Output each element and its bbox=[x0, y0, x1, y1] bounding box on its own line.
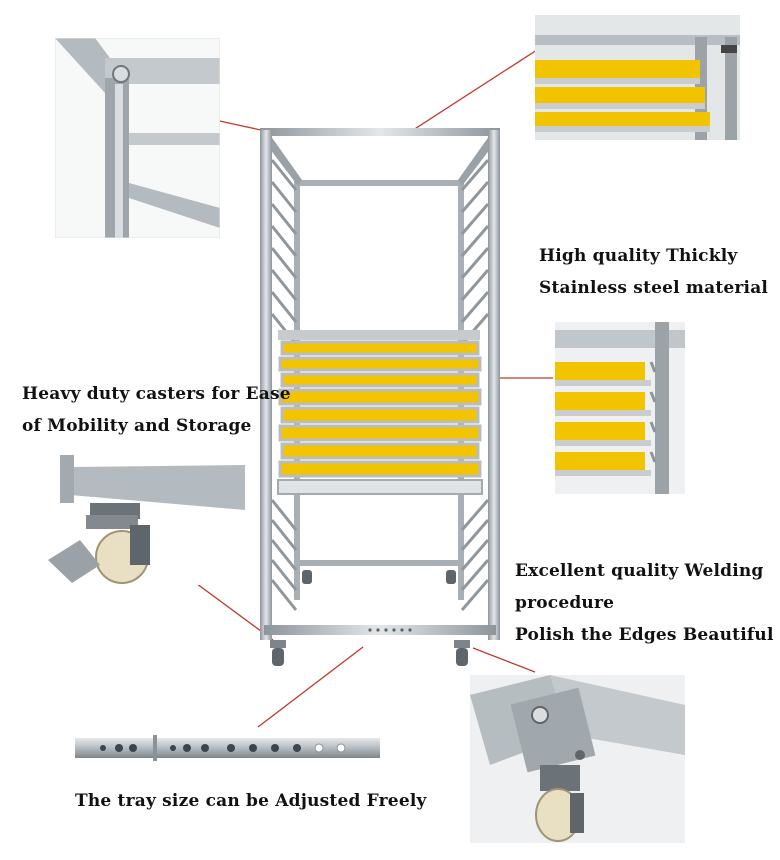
swivel-caster-photo bbox=[30, 455, 245, 585]
rack-top-trays-photo bbox=[535, 15, 740, 140]
casters-caption-line2: of Mobility and Storage bbox=[22, 416, 252, 436]
leader-line-top-right bbox=[409, 47, 541, 133]
material-caption: High quality Thickly Stainless steel mat… bbox=[539, 240, 768, 304]
adjustable-slot-bar-photo bbox=[75, 735, 380, 761]
drying-rack-cart bbox=[260, 128, 500, 666]
welding-caption: Excellent quality Welding procedure Poli… bbox=[515, 555, 774, 651]
material-caption-line1: High quality Thickly bbox=[539, 246, 738, 266]
welding-caption-line1: Excellent quality Welding bbox=[515, 561, 764, 581]
leader-line-slot-bar bbox=[257, 646, 364, 728]
tray-size-caption: The tray size can be Adjusted Freely bbox=[75, 791, 427, 811]
material-caption-line2: Stainless steel material bbox=[539, 278, 769, 298]
rack-shelf-trays-photo bbox=[555, 322, 685, 494]
welding-caption-line2: procedure bbox=[515, 593, 615, 613]
rack-corner-welding-photo bbox=[55, 38, 220, 238]
casters-caption-line1: Heavy duty casters for Ease bbox=[22, 384, 291, 404]
leader-line-bottom-right bbox=[472, 647, 536, 673]
caster-mount-photo bbox=[470, 675, 685, 843]
casters-caption: Heavy duty casters for Ease of Mobility … bbox=[22, 378, 291, 442]
welding-caption-line3: Polish the Edges Beautiful bbox=[515, 625, 774, 645]
